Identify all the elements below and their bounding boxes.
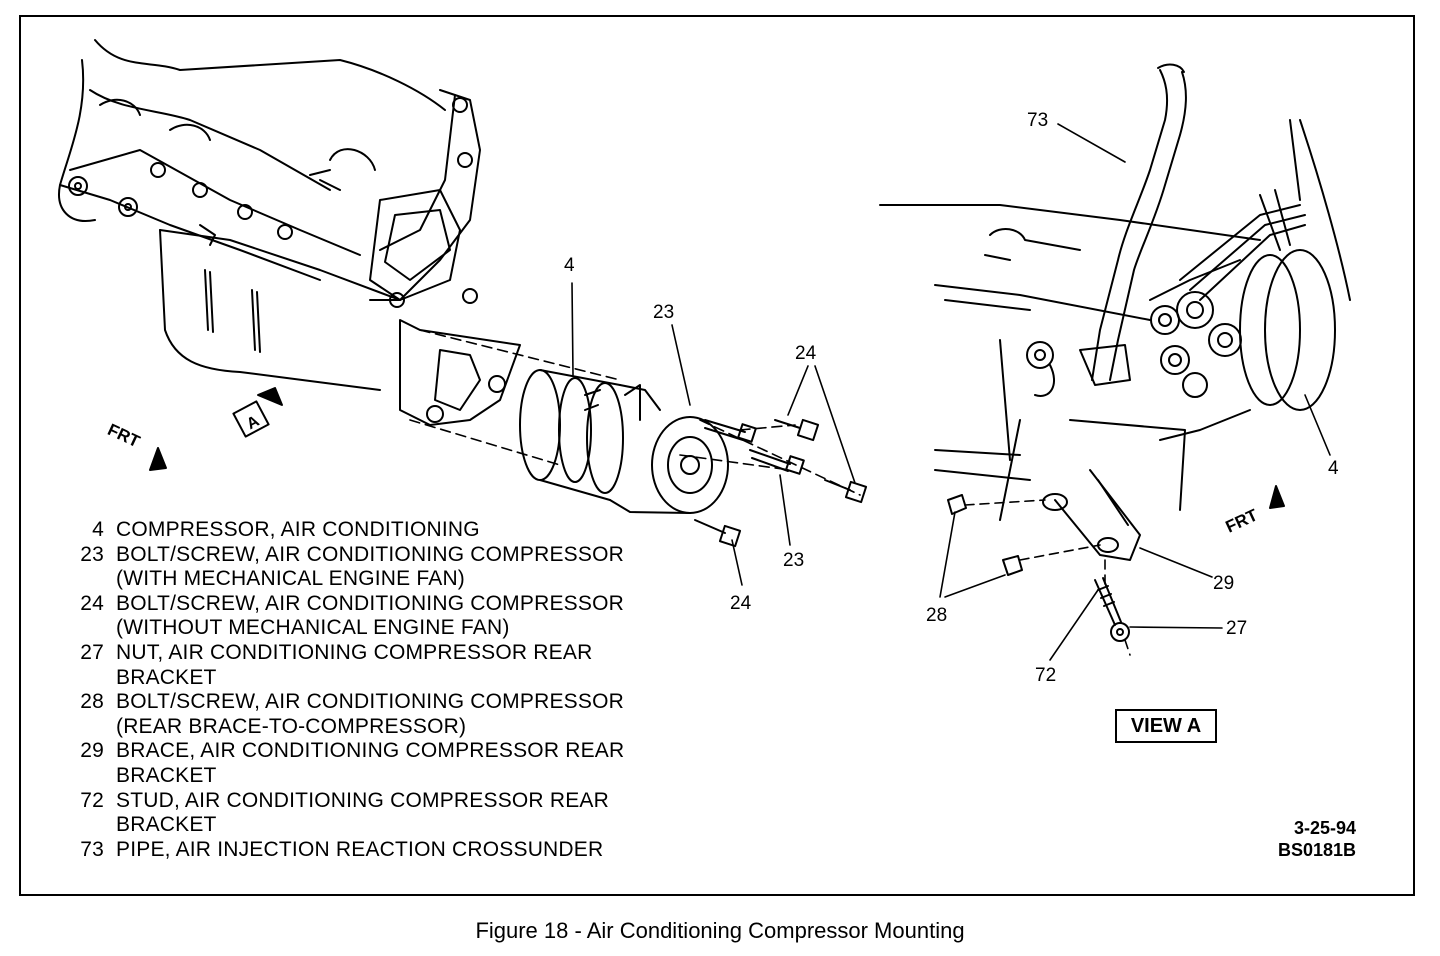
legend-number: 4 (92, 518, 104, 541)
legend-text: COMPRESSOR, AIR CONDITIONING (116, 518, 480, 541)
alignment-lines (409, 329, 861, 496)
callout-72: 72 (1035, 665, 1057, 686)
ac-compressor-drawing (519, 369, 729, 514)
legend-item: 73 PIPE, AIR INJECTION REACTION CROSSUND… (60, 838, 676, 863)
legend-number: 73 (80, 837, 104, 861)
engine-block-drawing (58, 39, 521, 426)
view-a-label: VIEW A (1115, 709, 1217, 743)
callout-24-top: 24 (795, 343, 817, 364)
view-a-arrow (232, 387, 283, 438)
legend-number: 29 (80, 739, 104, 763)
callout-23-top: 23 (653, 302, 675, 323)
parts-legend: 4 COMPRESSOR, AIR CONDITIONING 23 BOLT/S… (60, 518, 676, 862)
legend-number: 23 (80, 542, 104, 566)
drawing-id: BS0181B (1277, 840, 1356, 860)
figure-caption: Figure 18 - Air Conditioning Compressor … (475, 918, 965, 943)
callout-73: 73 (1027, 110, 1049, 131)
bolts-drawing (694, 418, 868, 548)
callout-4-view: 4 (1328, 458, 1339, 479)
legend-item: 23 BOLT/SCREW, AIR CONDITIONING COMPRESS… (60, 543, 676, 592)
date-code: 3-25-94 (1293, 818, 1356, 838)
callout-28: 28 (926, 605, 948, 626)
legend-number: 28 (80, 690, 104, 714)
legend-item: 72 STUD, AIR CONDITIONING COMPRESSOR REA… (60, 789, 676, 838)
view-a-drawing (879, 63, 1351, 561)
leader-lines-left (571, 282, 856, 586)
figure-frame (19, 15, 1415, 896)
view-a-fasteners (947, 494, 1130, 642)
legend-text: BOLT/SCREW, AIR CONDITIONING COMPRESSOR(… (116, 690, 624, 738)
legend-text: PIPE, AIR INJECTION REACTION CROSSUNDER (116, 837, 604, 861)
callout-27: 27 (1226, 618, 1248, 639)
front-arrow-right-icon (1269, 485, 1285, 509)
front-label-left: FRT (105, 420, 144, 451)
legend-number: 72 (80, 788, 104, 812)
leader-lines-right (939, 123, 1331, 661)
front-arrow-left-icon (149, 447, 167, 471)
callout-4-main: 4 (564, 255, 575, 276)
legend-item: 29 BRACE, AIR CONDITIONING COMPRESSOR RE… (60, 739, 676, 788)
legend-item: 28 BOLT/SCREW, AIR CONDITIONING COMPRESS… (60, 690, 676, 739)
legend-number: 24 (80, 591, 104, 615)
legend-text: BOLT/SCREW, AIR CONDITIONING COMPRESSOR(… (116, 542, 624, 591)
callout-23-bottom: 23 (783, 550, 805, 571)
callout-29: 29 (1213, 573, 1235, 594)
legend-text: BOLT/SCREW, AIR CONDITIONING COMPRESSOR(… (116, 591, 624, 640)
legend-item: 4 COMPRESSOR, AIR CONDITIONING (60, 518, 676, 543)
legend-item: 27 NUT, AIR CONDITIONING COMPRESSOR REAR… (60, 641, 676, 690)
front-label-right: FRT (1223, 505, 1262, 536)
legend-number: 27 (80, 640, 104, 664)
legend-item: 24 BOLT/SCREW, AIR CONDITIONING COMPRESS… (60, 592, 676, 641)
callout-24-bottom: 24 (730, 593, 752, 614)
alignment-lines-right (964, 499, 1131, 656)
